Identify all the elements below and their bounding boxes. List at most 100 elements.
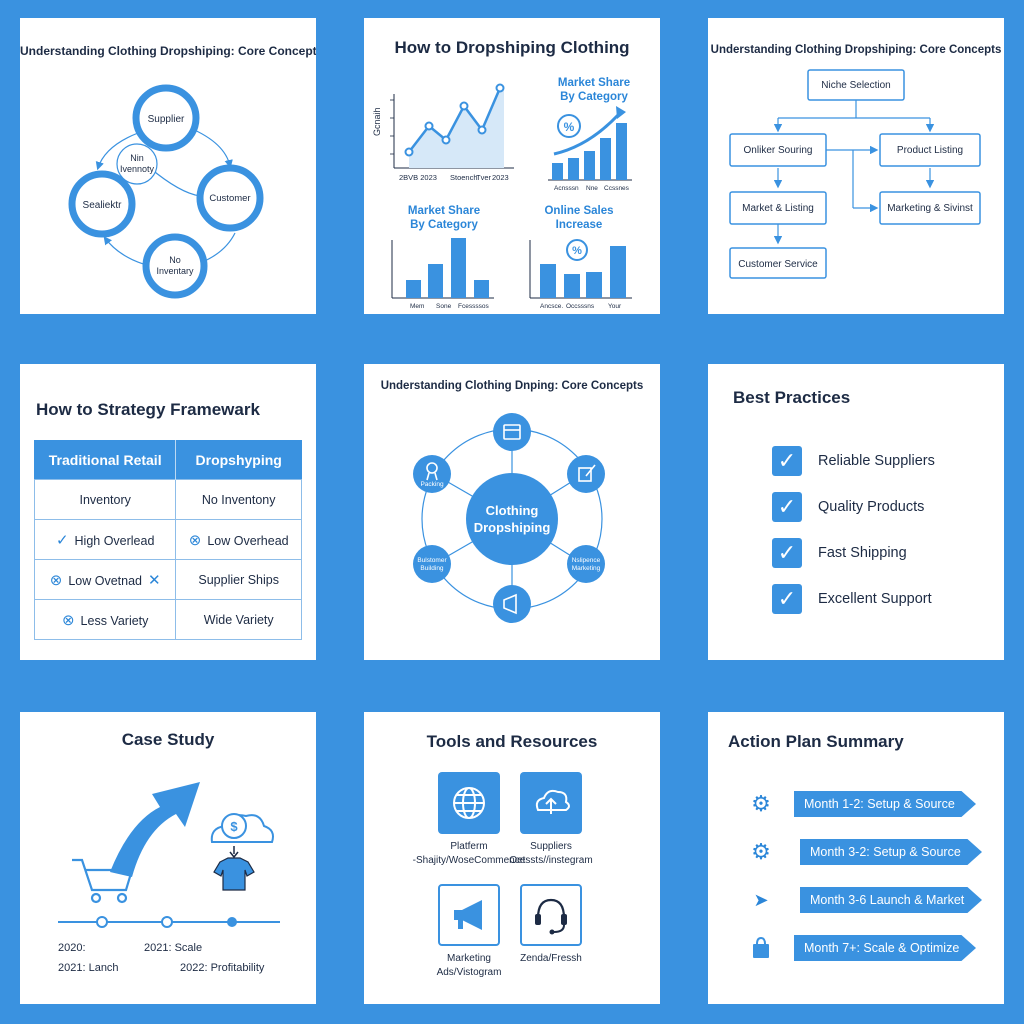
box-marketing [879,191,981,225]
node-customer-label: Customer [209,193,250,204]
timeline-2021-launch: 2021: Lanch [58,962,119,974]
chart2-x3: Ccssnes [604,185,630,192]
chart1-x4: 2023 [492,173,509,182]
globe-icon [453,787,485,819]
chart1-x2: Stoench [450,173,478,182]
chart-bars-market-share-2: Market Share By Category Mem Sone Fcesss… [391,205,494,310]
tool-suppliers-line1: Suppliers [530,841,572,852]
flowchart: Niche Selection Onliker Souring Product … [729,69,981,279]
chart1-x3: Tver [476,173,492,182]
spoke-marketing-line1: Nslipence [572,557,601,564]
node-supplier [132,84,200,152]
panel-charts: How to Dropshiping Clothing Gcnaih 2BVB … [364,18,660,314]
tool-suppliers[interactable] [520,772,582,834]
rocket-icon: ➤ [753,890,769,910]
growth-arrow-icon [110,782,200,877]
spoke-edit [567,455,605,493]
node-inv-line2: Inventary [156,266,194,276]
panel-best-practices: Best Practices ✓ Reliable Suppliers ✓ Qu… [708,364,1004,660]
chart2-x1: Acnsssn [554,185,579,192]
spoke-marketing [567,545,605,583]
node-no-inventory [142,233,208,299]
cell-text: Low Overhead [207,533,289,548]
box-service [729,247,827,279]
table-row: ⊗Less Variety Wide Variety [33,599,302,640]
chart4-x1: Ancsce. [540,303,563,310]
box-service-label: Customer Service [738,259,818,270]
chart3-title-1: Market Share [408,205,480,217]
table-row: ✓︎ High Overlead ⊗ Low Overhead [33,519,302,560]
svg-text:%: % [564,120,575,134]
hub-line2: Dropshiping [474,520,551,535]
spoke-building-line2: Building [420,565,444,572]
cell-text: High Overlead [74,533,155,548]
comparison-table: Traditional Retail Dropshyping Inventory… [33,440,302,640]
chart1-x1: 2BVB 2023 [399,173,437,182]
spoke-building [413,545,451,583]
box-niche-label: Niche Selection [821,80,890,91]
cell-text: No Inventony [201,492,276,507]
money-cloud-icon: $ [210,813,274,859]
bag-icon [748,935,774,961]
node-center-line1: Nin [130,153,144,163]
panel-hub-diagram: Understanding Clothing Dnping: Core Conc… [364,364,660,660]
panel-title: Understanding Clothing Dnping: Core Conc… [380,380,644,392]
cycle-diagram: Supplier Sealiektr Customer No Inventary… [68,84,264,299]
spoke-calendar [493,413,531,451]
panel-tools: Tools and Resources Platferm -Shajity/Wo… [364,712,660,1004]
checklist-label: Quality Products [818,499,925,515]
node-supplier-label: Supplier [148,114,185,125]
case-study-illustration: $ 2020: 2021: Scale 2021: Lanch 2022: Pr… [58,782,280,974]
gear-icon: ⚙ [751,791,771,816]
tool-platform-line2: -Shajity/WoseCommence [412,855,526,866]
tool-platform[interactable] [438,772,500,834]
percent-icon [557,114,581,138]
spoke-marketing-line2: Marketing [572,565,601,572]
spoke-packing-label: Packing [420,481,444,488]
timeline-2020: 2020: [58,942,86,954]
cell-text: Inventory [79,492,131,507]
cell-text: Supplier Ships [198,572,279,587]
node-customer [196,164,264,232]
x-circle-icon: ⊗ [49,571,63,589]
edit-icon [578,467,592,482]
checkbox-checked-icon: ✓ [772,584,802,614]
award-icon [426,462,438,474]
tool-marketing[interactable] [438,884,500,946]
megaphone-icon [503,593,517,615]
panel-flowchart: Understanding Clothing Dropshiping: Core… [708,18,1004,314]
chart4-x3: Your [608,303,622,310]
checklist-item: ✓ Fast Shipping [772,538,907,568]
tool-support[interactable] [520,884,582,946]
plan-step: Month 3-2: Setup & Source [800,839,982,865]
cell-text: Less Variety [80,613,149,628]
panel-title: Understanding Clothing Dropshiping: Core… [20,44,316,58]
box-product [879,133,981,167]
node-sealiektr-label: Sealiektr [83,200,123,211]
chart-line-growth: Gcnaih 2BVB 2023 Stoench Tver 2023 [372,83,514,182]
cell-text: Wide Variety [203,612,274,627]
headset-icon [535,898,567,935]
chart2-title-1: Market Share [558,77,630,89]
svg-text:%: % [572,245,582,257]
x-circle-icon: ⊗ [188,531,202,549]
checkbox-checked-icon: ✓ [772,446,802,476]
percent-icon [566,239,588,261]
tool-suppliers-line2: Oetssts//instegram [509,855,593,866]
box-product-label: Product Listing [897,145,963,156]
box-sourcing-label: Onliker Souring [744,145,813,156]
header-traditional: Traditional Retail [34,440,176,480]
checklist-label: Reliable Suppliers [818,453,935,469]
hub-diagram: Clothing Dropshiping Packing Nslipence M… [413,413,605,623]
hub-center [466,473,558,565]
chart3-x1: Mem [410,303,424,310]
check-circle-icon: ✓︎ [55,531,69,549]
timeline-2021-scale: 2021: Scale [144,942,202,954]
panel-title: Best Practices [733,388,851,407]
gear-icon: ⚙ [751,839,771,864]
chart-bars-online-sales: Online Sales Increase % Ancsce. Occsssns… [529,205,632,310]
tshirt-icon [213,857,255,891]
charts-grid: Gcnaih 2BVB 2023 Stoench Tver 2023 Marke… [372,77,632,310]
chart2-x2: Nne [586,185,598,192]
chart4-title-2: Increase [556,219,603,231]
